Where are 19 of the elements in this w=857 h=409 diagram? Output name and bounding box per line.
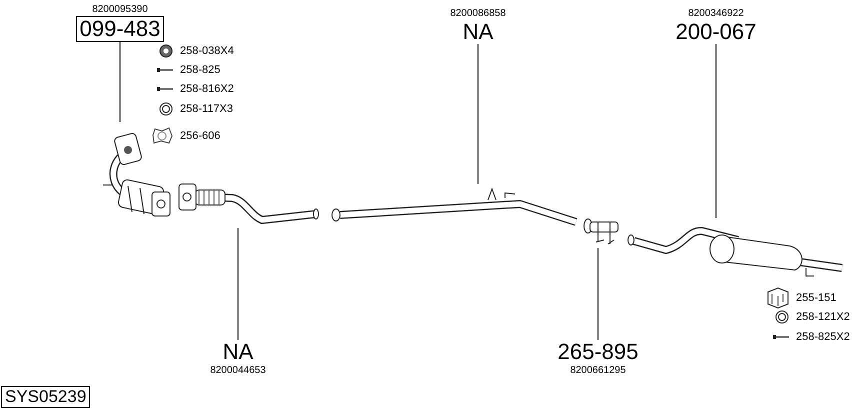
part-number: 258-825X2 xyxy=(796,331,850,344)
part-number: NA xyxy=(462,20,494,44)
reference-number: 8200095390 xyxy=(92,3,148,16)
part-number: 265-895 xyxy=(558,340,638,364)
part-number: 258-121X2 xyxy=(796,311,850,324)
reference-number: 8200661295 xyxy=(570,364,626,377)
part-number: 256-606 xyxy=(180,130,220,143)
part-number: 099-483 xyxy=(76,16,164,42)
part-number: 200-067 xyxy=(676,20,756,44)
reference-number: 8200346922 xyxy=(688,7,744,20)
reference-number: 8200086858 xyxy=(450,7,506,20)
part-number: 258-825 xyxy=(180,64,220,77)
part-number: 255-151 xyxy=(796,292,836,305)
part-number: 258-117X3 xyxy=(180,103,234,116)
reference-number: 8200044653 xyxy=(210,364,266,377)
part-number: 258-816X2 xyxy=(180,83,234,96)
system-code: SYS05239 xyxy=(1,386,90,408)
part-number: 258-038X4 xyxy=(180,45,234,58)
part-number: NA xyxy=(222,340,254,364)
